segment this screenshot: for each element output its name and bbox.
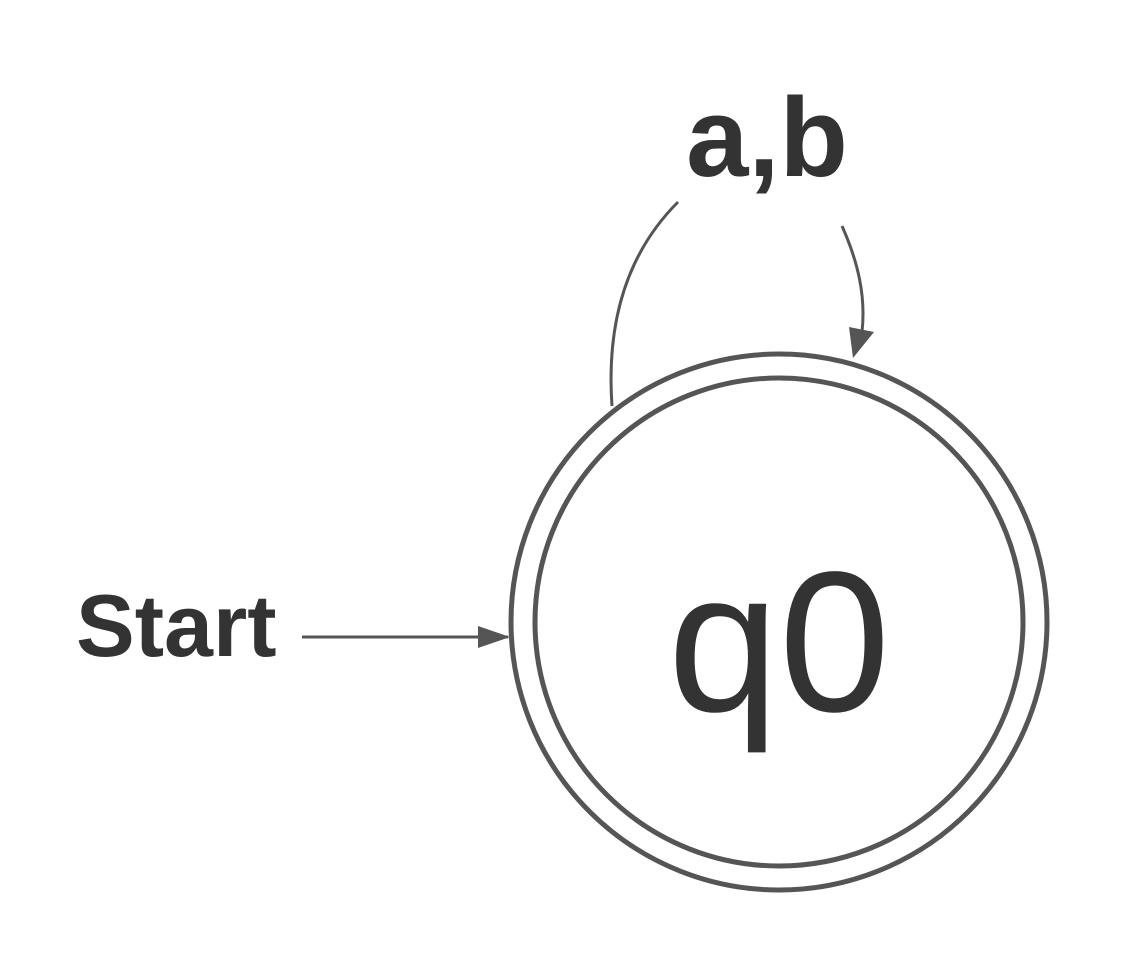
self-loop-right-arc: [840, 225, 865, 333]
self-loop-arrowhead: [849, 327, 874, 358]
start-label: Start: [76, 576, 277, 675]
start-arrow: Start: [76, 576, 510, 675]
self-loop-left-arc: [609, 200, 680, 407]
self-loop-label: a,b: [686, 75, 848, 200]
self-loop-q0: a,b: [609, 75, 874, 407]
start-arrow-head: [478, 626, 510, 648]
state-q0-label: q0: [668, 531, 890, 754]
state-q0-inner-circle: [532, 375, 1026, 869]
state-q0: q0: [508, 351, 1050, 893]
state-q0-outer-circle: [508, 351, 1050, 893]
